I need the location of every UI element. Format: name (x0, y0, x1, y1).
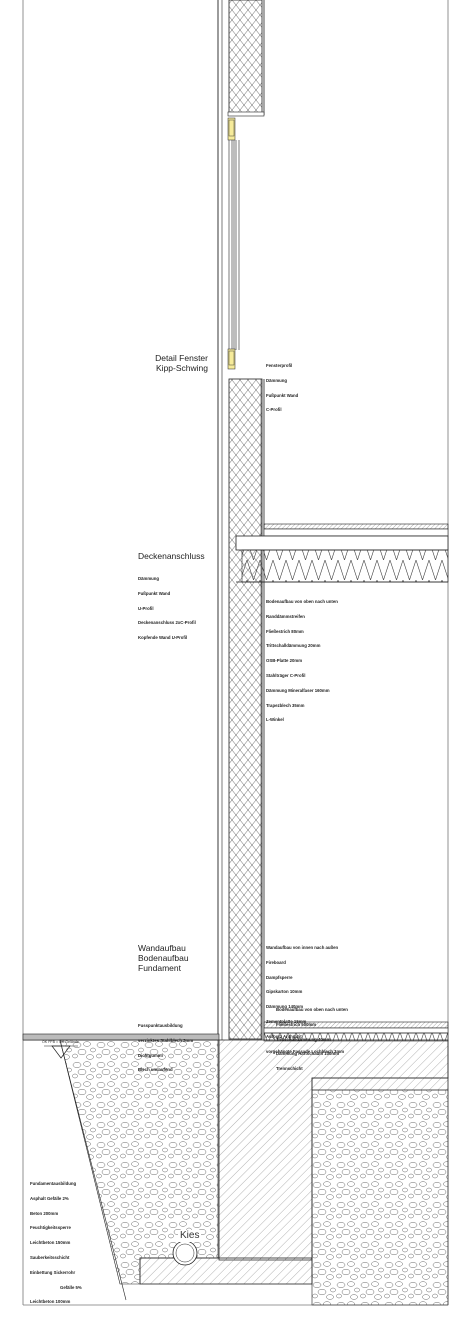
window-profile (227, 117, 240, 370)
title-fenster: Detail Fenster Kipp-Schwing (155, 353, 208, 373)
ground-floor (263, 1021, 449, 1042)
slope-line (59, 1039, 127, 1301)
note-boden-unten: Bodenaufbau von oben nach unten Fließest… (276, 1006, 348, 1072)
title-decke: Deckenanschluss (138, 551, 205, 561)
note-decke-left: Dämmung Fußpunkt Wand U-Profil Deckenans… (138, 575, 196, 641)
note-fenster-side: Fensterprofil Dämmung Fußpunkt Wand C-Pr… (266, 362, 299, 413)
title-wand: Wandaufbau Bodenaufbau Fundament (138, 943, 189, 973)
note-fusspunkt: Fusspunktausbildung verzinktes Stahlblec… (138, 1022, 194, 1073)
note-fundament: Fundamentausbildung Asphalt Gefälle 2% B… (30, 1180, 82, 1305)
ceiling-slab (235, 523, 449, 583)
note-wand-aufbau: Wandaufbau von innen nach außen Fireboar… (266, 944, 345, 1054)
level-label: OK FFB = OK Gelände (42, 1040, 79, 1044)
gravel-fill (59, 1039, 219, 1285)
note-boden-oben: Bodenaufbau von oben nach unten Randdämm… (266, 598, 338, 723)
kies-label: Kies (178, 1230, 202, 1242)
lower-wall (228, 378, 263, 1040)
upper-wall-panel (228, 0, 263, 116)
drain-pipe (172, 1240, 198, 1266)
